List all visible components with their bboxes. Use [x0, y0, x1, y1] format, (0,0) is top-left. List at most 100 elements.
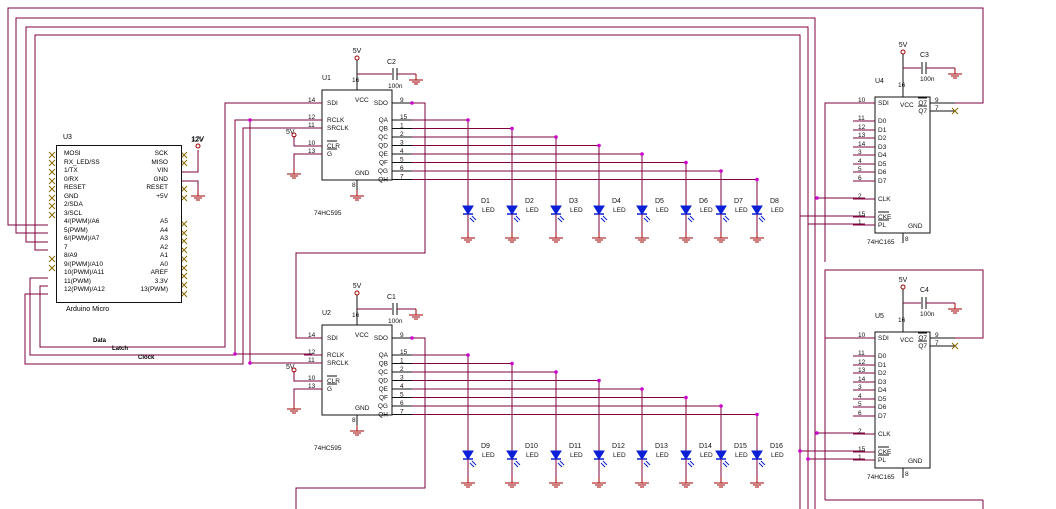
- junction-dot: [755, 177, 759, 182]
- hc595-pin-name: QB: [379, 126, 388, 133]
- hc165-pin-name: D0: [878, 353, 887, 360]
- cap-ref: C4: [920, 287, 929, 294]
- hc165-pin-name: D1: [878, 127, 887, 134]
- wire-loop-2: [15, 17, 816, 509]
- hc165-pin-num: 14: [858, 141, 866, 148]
- cap-value: 100n: [920, 311, 935, 318]
- ground-symbol: [714, 477, 728, 488]
- u3-left-pin: 3/SCL: [64, 209, 83, 217]
- capacitor: [921, 62, 927, 74]
- wire-cascade: [295, 102, 426, 339]
- ground-symbol: [461, 477, 475, 488]
- hc165-pin-num: 13: [858, 367, 866, 374]
- hc595-pin-name: QA: [379, 352, 389, 359]
- bus-wires: [7, 7, 984, 509]
- power-symbol: [354, 55, 360, 61]
- ground-symbol: [750, 232, 764, 243]
- hc595-pin-name: RCLK: [327, 352, 345, 359]
- no-connect-mark: [48, 211, 56, 219]
- ground-symbol: [679, 232, 693, 243]
- wire-gnd: [180, 180, 199, 190]
- hc595-pin-num: 4: [400, 383, 404, 390]
- wire-latch: [29, 119, 312, 356]
- power-symbol: [900, 49, 906, 55]
- hc165-pin-name: PL: [878, 457, 886, 464]
- no-connect-mark: [951, 342, 959, 350]
- hc165-pin-name: SDI: [878, 335, 889, 342]
- u3-left-pin: 10(PWM)/A11: [64, 269, 105, 276]
- hc595-vcc-label: VCC: [355, 332, 369, 339]
- led-ref: D2: [525, 198, 534, 205]
- hc595-pin-num: 9: [400, 97, 404, 104]
- led-arrows: [557, 215, 565, 223]
- hc165-pin-name: D5: [878, 161, 887, 168]
- u3-right-pin: 3.3V: [154, 277, 168, 285]
- u3-right-pin: VIN: [157, 167, 168, 174]
- hc595-pin-name: QE: [379, 386, 389, 393]
- power-symbol: [900, 284, 906, 290]
- hc165-pin-num: 14: [858, 376, 866, 383]
- u3-left-pin: MOSI: [64, 150, 81, 157]
- hc595-pin-num: 3: [400, 375, 404, 382]
- power-symbol: [195, 143, 201, 149]
- hc165-pin-num: 9: [935, 97, 939, 104]
- net-label-data: Data: [93, 338, 107, 344]
- u3-right-pin: RESET: [146, 184, 168, 191]
- led-ref: D13: [655, 443, 668, 450]
- wire-data: [39, 102, 312, 348]
- hc595-gnd-label: GND: [355, 170, 370, 177]
- hc595-pin-name: QD: [378, 378, 388, 385]
- hc165-pin-num: 6: [858, 175, 862, 182]
- led-ref: D6: [699, 198, 708, 205]
- hc595-pin-name: QH: [378, 177, 388, 184]
- hc165-pin-name: Q7: [918, 108, 927, 115]
- no-connect-mark: [180, 159, 188, 167]
- hc595-pin-name: SRCLK: [327, 125, 349, 132]
- u3-left-pin: 0/RX: [64, 175, 79, 183]
- ground-symbol: [635, 232, 649, 243]
- u3-right-pin: A1: [160, 252, 168, 259]
- led-ref: D8: [770, 198, 779, 205]
- led-ref: D11: [569, 443, 581, 450]
- clr-pullup: [293, 371, 304, 382]
- led-value: LED: [482, 207, 495, 214]
- hc165-pin-name: D3: [878, 144, 887, 151]
- hc595-pin-num: 15: [400, 349, 408, 356]
- led-arrows: [469, 215, 477, 223]
- hc165-pin-name: D1: [878, 362, 887, 369]
- hc165-pin-name: D4: [878, 152, 887, 159]
- u3-left-pin: 7: [64, 243, 68, 251]
- hc595-pin-num: 16: [352, 77, 360, 84]
- u3-right-pin: [141, 210, 168, 219]
- hc595-pin-num: 13: [308, 383, 316, 390]
- hc595-pin-num: 16: [352, 312, 360, 319]
- wire-link-u4-u5: [824, 269, 984, 500]
- led-arrows: [687, 215, 695, 223]
- hc165-pin-name: Q7: [918, 335, 927, 342]
- hc165-pin-name: CLK: [878, 196, 891, 203]
- led-diode: [680, 450, 692, 460]
- hc165-pin-name: PL: [878, 222, 886, 229]
- junction-dot: [815, 196, 819, 200]
- hc165-pin-name: D5: [878, 396, 887, 403]
- led-arrows: [643, 460, 651, 468]
- hc165-pin-num: 9: [935, 332, 939, 339]
- hc595-pin-num: 2: [400, 366, 404, 373]
- hc595-name: 74HC595: [314, 210, 342, 217]
- hc165-pin-num: 10: [858, 332, 866, 339]
- junction-dot: [248, 361, 252, 365]
- hc165-pin-name: D2: [878, 370, 887, 377]
- led-value: LED: [656, 452, 669, 459]
- hc595-pin-name: QC: [378, 369, 388, 376]
- hc165-pin-name: D2: [878, 135, 887, 142]
- ground-symbol: [635, 477, 649, 488]
- led-ref: D12: [612, 443, 625, 450]
- hc595-pin-num: 1: [400, 358, 404, 365]
- capacitor: [921, 297, 927, 309]
- u3-left-pin: 6/(PWM)/A7: [64, 235, 100, 242]
- hc165-pin-num: 4: [858, 393, 862, 400]
- power-label: 5V: [353, 48, 362, 55]
- no-connect-mark: [951, 107, 959, 115]
- hc165-gnd-label: GND: [908, 223, 923, 230]
- led-value: LED: [613, 207, 626, 214]
